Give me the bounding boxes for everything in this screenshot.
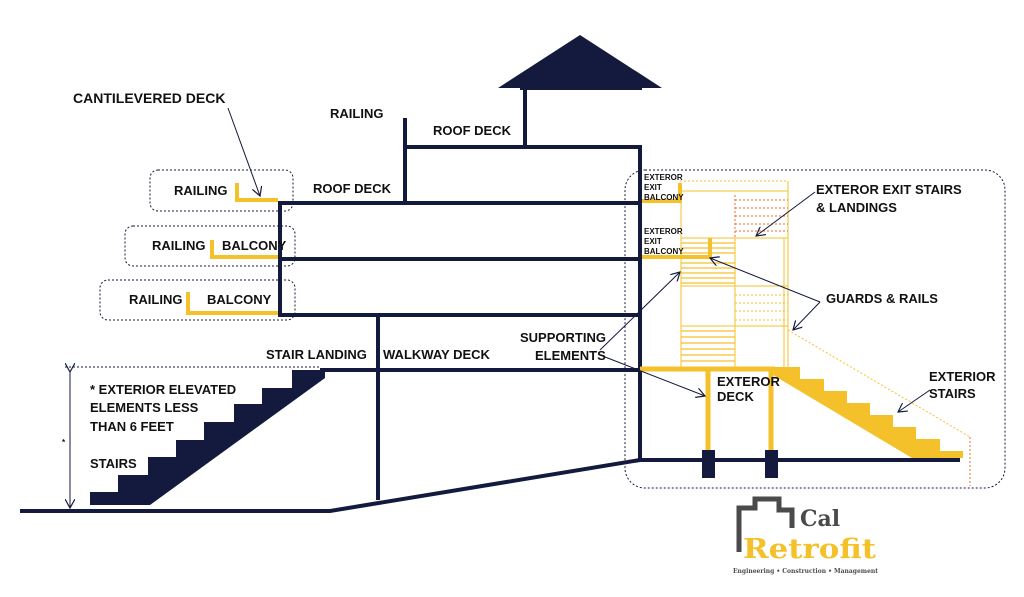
exit-stairs-frame [680,180,971,486]
label-walkway-deck: WALKWAY DECK [383,347,491,362]
logo-tagline: Engineering • Construction • Management [733,568,878,575]
ground-line [20,458,960,513]
exit-balcony-1-l3: BALCONY [644,193,684,202]
label-railing-top: RAILING [330,106,383,121]
label-balcony-2: BALCONY [222,238,287,253]
label-ext-deck-1: EXTEROR [717,374,780,389]
label-roof-deck-top: ROOF DECK [433,123,512,138]
label-railing-3: RAILING [129,292,182,307]
label-railing-1: RAILING [174,183,227,198]
label-ext-stairs-2: STAIRS [929,386,976,401]
label-supporting: SUPPORTING [520,330,606,345]
label-exit-stairs-1: EXTEROR EXIT STAIRS [816,182,962,197]
label-balcony-3: BALCONY [207,292,272,307]
label-railing-2: RAILING [152,238,205,253]
leader-arrows [227,107,931,412]
label-stairs: STAIRS [90,456,137,471]
footing [765,450,778,478]
footing [702,450,715,478]
label-guards-rails: GUARDS & RAILS [826,291,938,306]
exit-balcony-2-l1: EXTEROR [644,227,683,236]
building-structure [278,88,642,500]
label-exit-stairs-2: & LANDINGS [816,200,897,215]
label-roof-deck: ROOF DECK [313,181,392,196]
label-cantilevered-deck: CANTILEVERED DECK [73,90,225,106]
note-line-1: * EXTERIOR ELEVATED [90,382,236,397]
logo-skyline-icon [736,496,795,552]
dimension-asterisk: * [62,438,66,447]
exit-balcony-2-l2: EXIT [644,237,662,246]
cal-retrofit-logo: Cal Retrofit Engineering • Construction … [733,496,878,575]
roof-base [520,86,642,90]
note-line-2: ELEMENTS LESS [90,400,199,415]
callout-boxes [65,169,1006,489]
interior-stairs [90,370,325,505]
logo-retrofit: Retrofit [743,534,877,565]
label-elements: ELEMENTS [535,348,606,363]
exterior-deck [640,366,775,452]
exit-balcony-1-l1: EXTEROR [644,173,683,182]
exterior-stairs [773,367,963,458]
note-line-3: THAN 6 FEET [90,419,174,434]
label-ext-deck-2: DECK [717,389,754,404]
roof [498,35,662,88]
exit-balcony-2-l3: BALCONY [644,247,684,256]
label-stair-landing: STAIR LANDING [266,347,367,362]
logo-cal: Cal [800,506,840,532]
exit-balcony-1-l2: EXIT [644,183,662,192]
label-ext-stairs-1: EXTERIOR [929,369,996,384]
